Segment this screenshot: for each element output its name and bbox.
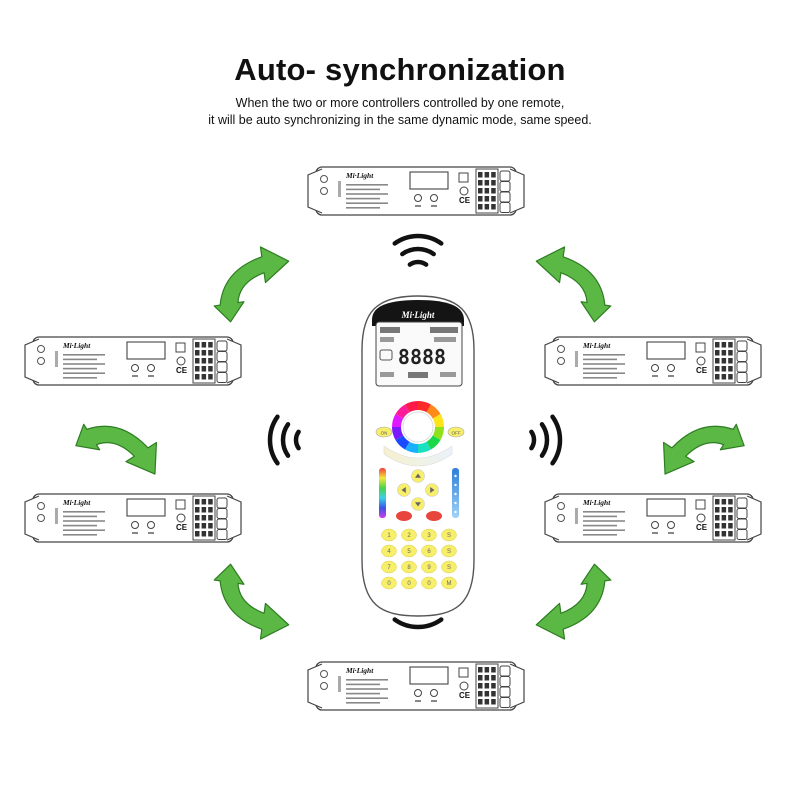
remote-brand-bar (372, 300, 464, 326)
keypad-label: M (447, 581, 452, 587)
color-slider (379, 468, 386, 518)
keypad-button: 7 (381, 560, 397, 574)
controller-display (409, 666, 449, 685)
keypad-label: 8 (407, 565, 411, 571)
controller-brand: Mi·Light (62, 498, 91, 507)
curved-arrow-icon (662, 423, 745, 475)
remote-red-button (426, 511, 442, 521)
direction-button (411, 469, 425, 483)
remote-off-button: OFF (447, 426, 465, 438)
controller-brand: Mi·Light (345, 666, 374, 675)
keypad-label: 5 (407, 549, 411, 555)
white-balance-slider (383, 445, 453, 467)
direction-button (411, 497, 425, 511)
keypad-label: 6 (427, 549, 431, 555)
description-line-1: When the two or more controllers control… (235, 96, 565, 110)
chevron-icon (415, 473, 421, 478)
curved-arrow-icon (535, 246, 612, 323)
keypad-button: 9 (421, 560, 437, 574)
keypad-button: 1 (381, 528, 397, 542)
direction-pad (397, 469, 439, 511)
description-line-2: it will be auto synchronizing in the sam… (208, 113, 592, 127)
keypad-button: 8 (401, 560, 417, 574)
controller-display (646, 498, 686, 517)
controller-brand: Mi·Light (62, 341, 91, 350)
chevron-icon (415, 502, 421, 507)
keypad-button: 0 (421, 576, 437, 590)
signal-wave-icon (392, 233, 444, 267)
keypad-button: 0 (401, 576, 417, 590)
chevron-icon (401, 487, 406, 493)
keypad-label: 0 (427, 581, 431, 587)
keypad-label: S (447, 565, 451, 571)
keypad-label: 7 (387, 565, 391, 571)
page-title: Auto- synchronization (234, 52, 566, 87)
keypad-label: S (447, 549, 451, 555)
keypad-label: S (447, 533, 451, 539)
controller-display (646, 341, 686, 360)
controller-display (126, 341, 166, 360)
keypad-label: 0 (387, 581, 391, 587)
color-wheel-icon (392, 401, 444, 453)
keypad-label: 3 (427, 533, 431, 539)
remote-brand: Mi·Light (401, 310, 435, 320)
keypad-label: 9 (427, 565, 431, 571)
keypad-label: 2 (407, 533, 411, 539)
svg-text:CE: CE (696, 366, 708, 375)
direction-button (425, 483, 439, 497)
curved-arrow-icon (213, 563, 290, 640)
controller-brand: Mi·Light (582, 498, 611, 507)
svg-text:CE: CE (459, 196, 471, 205)
keypad-button: 0 (381, 576, 397, 590)
controller-brand: Mi·Light (345, 171, 374, 180)
remote-off-label: OFF (452, 431, 461, 436)
svg-text:CE: CE (176, 523, 188, 532)
keypad-button: 4 (381, 544, 397, 558)
svg-text:CE: CE (176, 366, 188, 375)
remote-on-button: ON (375, 426, 393, 438)
controller-display (126, 498, 166, 517)
remote-red-button (396, 511, 412, 521)
signal-wave-icon (529, 414, 563, 466)
curved-arrow-icon (75, 423, 158, 475)
keypad-button: S (441, 528, 457, 542)
keypad-button: M (441, 576, 457, 590)
curved-arrow-icon (213, 246, 290, 323)
keypad-button: 5 (401, 544, 417, 558)
keypad-button: S (441, 544, 457, 558)
curved-arrow-icon (535, 563, 612, 640)
svg-text:CE: CE (696, 523, 708, 532)
keypad-label: 4 (387, 549, 391, 555)
svg-text:CE: CE (459, 691, 471, 700)
keypad-button: 6 (421, 544, 437, 558)
controller-display (409, 171, 449, 190)
controller-brand: Mi·Light (582, 341, 611, 350)
signal-wave-icon (267, 414, 301, 466)
remote-lcd-digits: 8888 (398, 345, 446, 369)
keypad-button: 2 (401, 528, 417, 542)
chevron-icon (430, 487, 435, 493)
keypad-button: 3 (421, 528, 437, 542)
keypad-label: 0 (407, 581, 411, 587)
keypad-button: S (441, 560, 457, 574)
keypad-label: 1 (387, 533, 391, 539)
direction-button (397, 483, 411, 497)
remote-on-label: ON (381, 431, 388, 436)
